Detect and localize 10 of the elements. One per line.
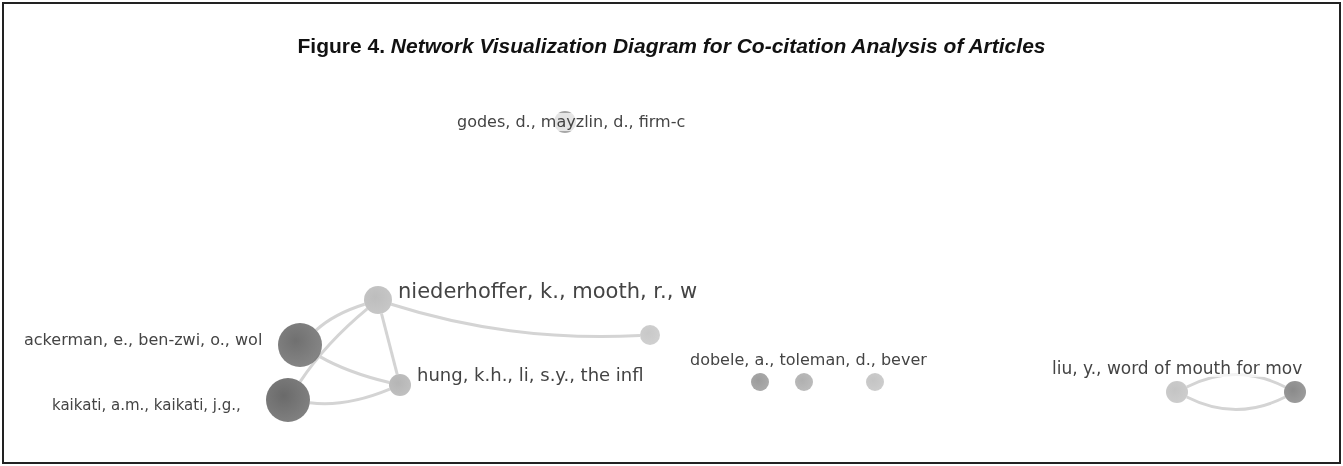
link-line [390,302,641,338]
link-line [315,302,366,332]
link-line [309,387,391,406]
link-line [380,313,399,375]
link-line [318,354,390,384]
node-label: dobele, a., toleman, d., bever [688,351,929,369]
link-line [1186,395,1286,411]
node-label: godes, d., mayzlin, d., firm-c [455,113,688,131]
link-line [298,307,369,383]
figure-title: Figure 4. Network Visualization Diagram for Co-citation Analysis of Articles [296,34,1047,58]
